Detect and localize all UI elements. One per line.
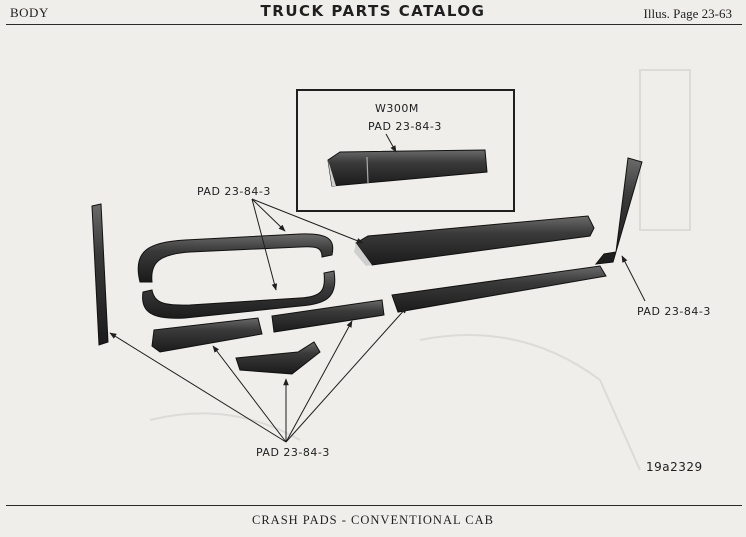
- bracket-pad: [235, 341, 321, 375]
- right-vertical-pad: [594, 157, 643, 265]
- figure-caption: CRASH PADS - CONVENTIONAL CAB: [252, 513, 494, 527]
- upper-loop-pad: [137, 233, 334, 283]
- callout-right: PAD 23-84-3: [637, 305, 711, 318]
- section-label: BODY: [10, 5, 49, 20]
- page-number: Illus. Page 23-63: [643, 6, 732, 21]
- long-lower-pad: [391, 265, 607, 313]
- header-rule: [6, 24, 742, 25]
- inset-model-label: W300M: [375, 102, 419, 115]
- inset-pad: [327, 149, 488, 187]
- left-short-pad: [151, 317, 263, 353]
- callout-bottom: PAD 23-84-3: [256, 446, 330, 459]
- long-upper-pad: [355, 215, 595, 266]
- left-vertical-pad: [91, 203, 109, 346]
- inset-part-label: PAD 23-84-3: [368, 120, 442, 133]
- figure-number: 19a2329: [646, 460, 703, 474]
- middle-short-pad: [271, 299, 385, 333]
- inset-frame: [296, 89, 515, 212]
- footer-rule: [6, 505, 742, 506]
- catalog-title: TRUCK PARTS CATALOG: [260, 2, 486, 20]
- lower-loop-pad: [142, 270, 336, 319]
- callout-upper-left: PAD 23-84-3: [197, 185, 271, 198]
